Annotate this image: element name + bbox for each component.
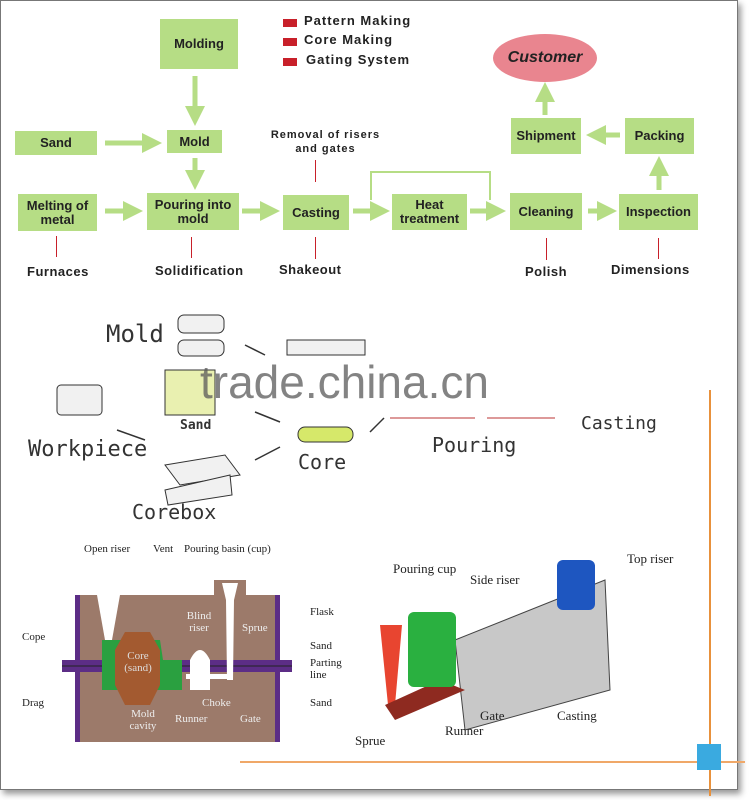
ill-mold: Mold <box>106 320 164 348</box>
box-packing: Packing <box>625 118 694 154</box>
label-sand-top: Sand <box>310 640 332 652</box>
label-sprue: Sprue <box>242 622 268 634</box>
ill-pouring: Pouring <box>432 433 517 457</box>
tick <box>658 238 659 259</box>
note-shakeout: Shakeout <box>279 262 342 277</box>
label-parting-line: Parting line <box>310 657 342 681</box>
ill-core: Core <box>298 450 347 474</box>
label-gate: Gate <box>240 713 261 725</box>
legend-swatch <box>283 19 297 27</box>
label-top-riser: Top riser <box>627 551 674 566</box>
legend-swatch <box>283 38 297 46</box>
note-removal: Removal of risers and gates <box>270 129 381 155</box>
label-cope: Cope <box>22 631 46 643</box>
legend-swatch <box>283 58 297 66</box>
label-vent: Vent <box>153 543 174 555</box>
bypass-connector <box>370 171 491 200</box>
label-pouring-cup: Pouring cup <box>393 561 457 576</box>
watermark: trade.china.cn <box>200 356 489 408</box>
box-inspection: Inspection <box>619 194 698 230</box>
label-runner-3d: Runner <box>445 723 484 738</box>
label-gate-3d: Gate <box>480 708 505 723</box>
tick <box>191 237 192 258</box>
image-frame <box>0 0 738 790</box>
label-core: Core (sand) <box>124 650 152 674</box>
logo-square <box>697 744 721 770</box>
label-sand-bottom: Sand <box>310 697 332 709</box>
legend-gating-system: Gating System <box>306 52 411 67</box>
box-casting: Casting <box>283 195 349 230</box>
box-cleaning: Cleaning <box>510 193 582 230</box>
box-pouring: Pouring into mold <box>147 193 239 230</box>
label-drag: Drag <box>22 697 44 709</box>
note-polish: Polish <box>525 264 568 279</box>
pattern-sketches <box>56 314 366 506</box>
label-flask: Flask <box>310 606 334 618</box>
ill-workpiece: Workpiece <box>28 437 148 462</box>
note-furnaces: Furnaces <box>27 264 89 279</box>
label-blind-riser: Blind riser <box>186 610 212 634</box>
customer-ellipse: Customer <box>493 34 597 82</box>
box-shipment: Shipment <box>511 118 581 154</box>
label-pouring-basin: Pouring basin (cup) <box>184 543 271 555</box>
label-choke: Choke <box>202 697 231 709</box>
gating-3d-drawing <box>380 560 611 731</box>
label-sprue-3d: Sprue <box>355 733 386 748</box>
label-side-riser: Side riser <box>470 572 520 587</box>
tick <box>315 237 316 259</box>
label-open-riser: Open riser <box>84 543 131 555</box>
box-heat-treatment: Heat treatment <box>392 194 467 230</box>
note-dimensions: Dimensions <box>611 262 690 277</box>
legend-pattern-making: Pattern Making <box>304 13 412 28</box>
note-solidification: Solidification <box>155 263 244 278</box>
label-casting-3d: Casting <box>557 708 597 723</box>
ill-corebox: Corebox <box>132 500 217 524</box>
ill-casting: Casting <box>581 413 657 434</box>
label-runner: Runner <box>175 713 208 725</box>
box-melting: Melting of metal <box>18 194 97 231</box>
tick <box>546 238 547 260</box>
box-sand: Sand <box>15 131 97 155</box>
label-mold-cavity: Mold cavity <box>129 708 157 732</box>
box-molding: Molding <box>160 19 238 69</box>
mold-section-drawing <box>62 580 292 742</box>
legend-core-making: Core Making <box>304 32 394 47</box>
box-mold: Mold <box>167 130 222 153</box>
tick <box>315 160 316 182</box>
tick <box>56 236 57 257</box>
ill-sand: Sand <box>180 418 212 433</box>
